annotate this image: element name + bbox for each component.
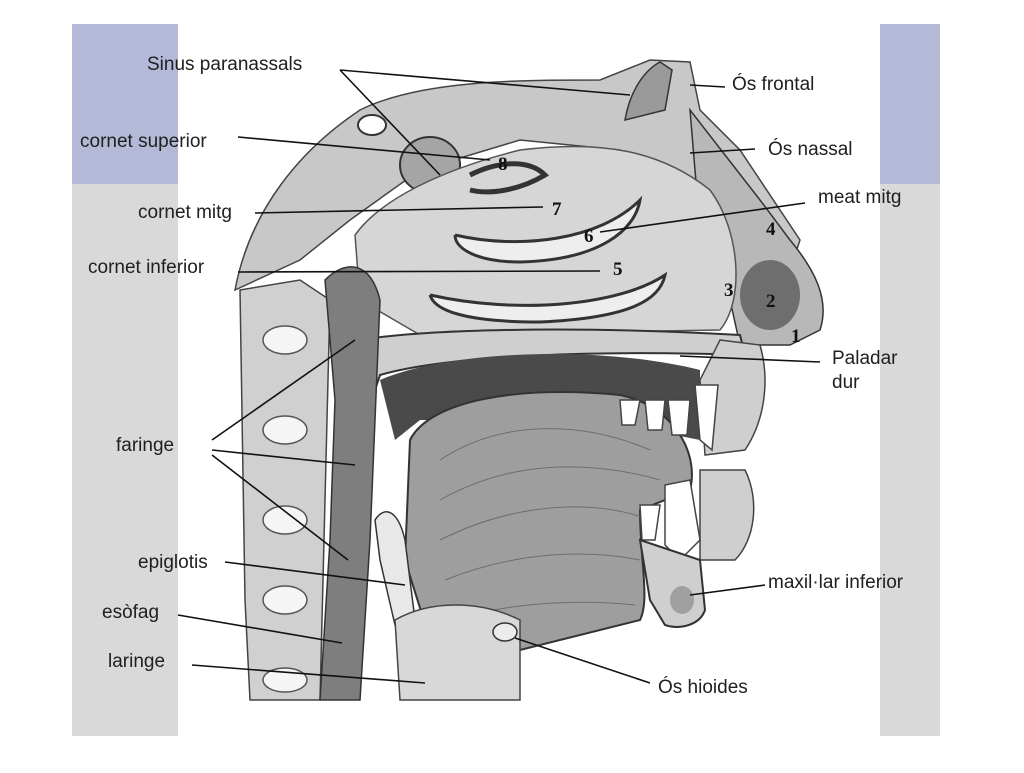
label-cornet-mitg: cornet mitg — [138, 202, 232, 223]
upper-lip — [699, 339, 766, 456]
vertebra — [262, 585, 308, 615]
label-os-frontal: Ós frontal — [732, 74, 815, 95]
right-band — [880, 24, 940, 184]
label-meat-mitg: meat mitg — [818, 187, 902, 208]
left-band — [72, 24, 178, 184]
leader-os-frontal — [689, 84, 726, 88]
label-os-hioides: Ós hioides — [658, 677, 748, 698]
leader-cornet-inferior — [237, 270, 601, 273]
tongue-fiber — [439, 466, 661, 501]
leader-esofag — [177, 614, 343, 644]
leader-cornet-superior — [237, 136, 491, 161]
lower-incisor — [664, 479, 701, 562]
upper-incisor — [694, 384, 719, 452]
vertebra — [262, 325, 308, 355]
superior-turbinate — [468, 161, 550, 195]
label-esofag: esòfag — [102, 602, 160, 623]
pharynx — [319, 266, 381, 701]
frontal-sinus — [624, 61, 673, 122]
leader-maxilar — [689, 584, 766, 596]
leader-os-hioides — [514, 637, 651, 684]
ethmoid-sinus — [357, 114, 387, 136]
hyoid-bone — [492, 622, 518, 642]
leader-meat-mitg — [599, 202, 806, 233]
upper-tooth — [644, 399, 666, 431]
label-os-nassal: Ós nassal — [768, 139, 853, 160]
label-cornet-superior: cornet superior — [80, 131, 207, 152]
number-marker: 6 — [584, 226, 594, 247]
label-dur: dur — [832, 372, 860, 393]
number-marker: 3 — [724, 280, 734, 301]
larynx — [394, 604, 521, 701]
middle-turbinate — [453, 195, 643, 264]
lower-tooth — [639, 504, 661, 541]
nostril — [740, 260, 800, 330]
leader-faringe-3 — [211, 454, 349, 561]
leader-sinus-frontal — [339, 69, 631, 96]
tongue-fiber — [439, 428, 651, 461]
leader-cornet-mitg — [254, 206, 544, 214]
left-panel — [72, 184, 178, 736]
label-laringe: laringe — [108, 651, 166, 672]
leader-faringe-2 — [211, 449, 356, 466]
upper-tooth — [667, 399, 691, 436]
number-marker: 7 — [552, 199, 562, 220]
lower-lip — [699, 469, 755, 561]
right-panel — [880, 184, 940, 736]
tongue-fiber — [439, 506, 651, 541]
number-marker: 2 — [766, 291, 776, 312]
number-marker: 5 — [613, 259, 623, 280]
label-paladar: Paladar — [832, 348, 898, 369]
vertebra — [262, 667, 308, 693]
tongue-fiber — [444, 553, 641, 581]
label-cornet-inferior: cornet inferior — [88, 257, 205, 278]
vertebra — [262, 505, 308, 535]
label-faringe: faringe — [116, 435, 175, 456]
label-sinus-paranassals: Sinus paranassals — [147, 54, 303, 75]
number-marker: 8 — [498, 154, 508, 175]
mandible-marrow — [670, 586, 694, 614]
number-marker: 1 — [791, 326, 801, 347]
label-epiglotis: epiglotis — [138, 552, 208, 573]
label-maxilar-inferior: maxil·lar inferior — [768, 572, 904, 593]
leader-epiglotis — [224, 561, 406, 586]
leader-sinus-sphenoid — [339, 69, 441, 176]
leader-faringe-1 — [211, 339, 356, 441]
leader-os-nassal — [689, 148, 756, 154]
vertebra — [262, 415, 308, 445]
upper-tooth — [619, 399, 641, 426]
inferior-turbinate — [428, 271, 668, 324]
leader-laringe — [191, 664, 426, 684]
number-marker: 4 — [766, 219, 776, 240]
leader-paladar — [679, 355, 821, 363]
